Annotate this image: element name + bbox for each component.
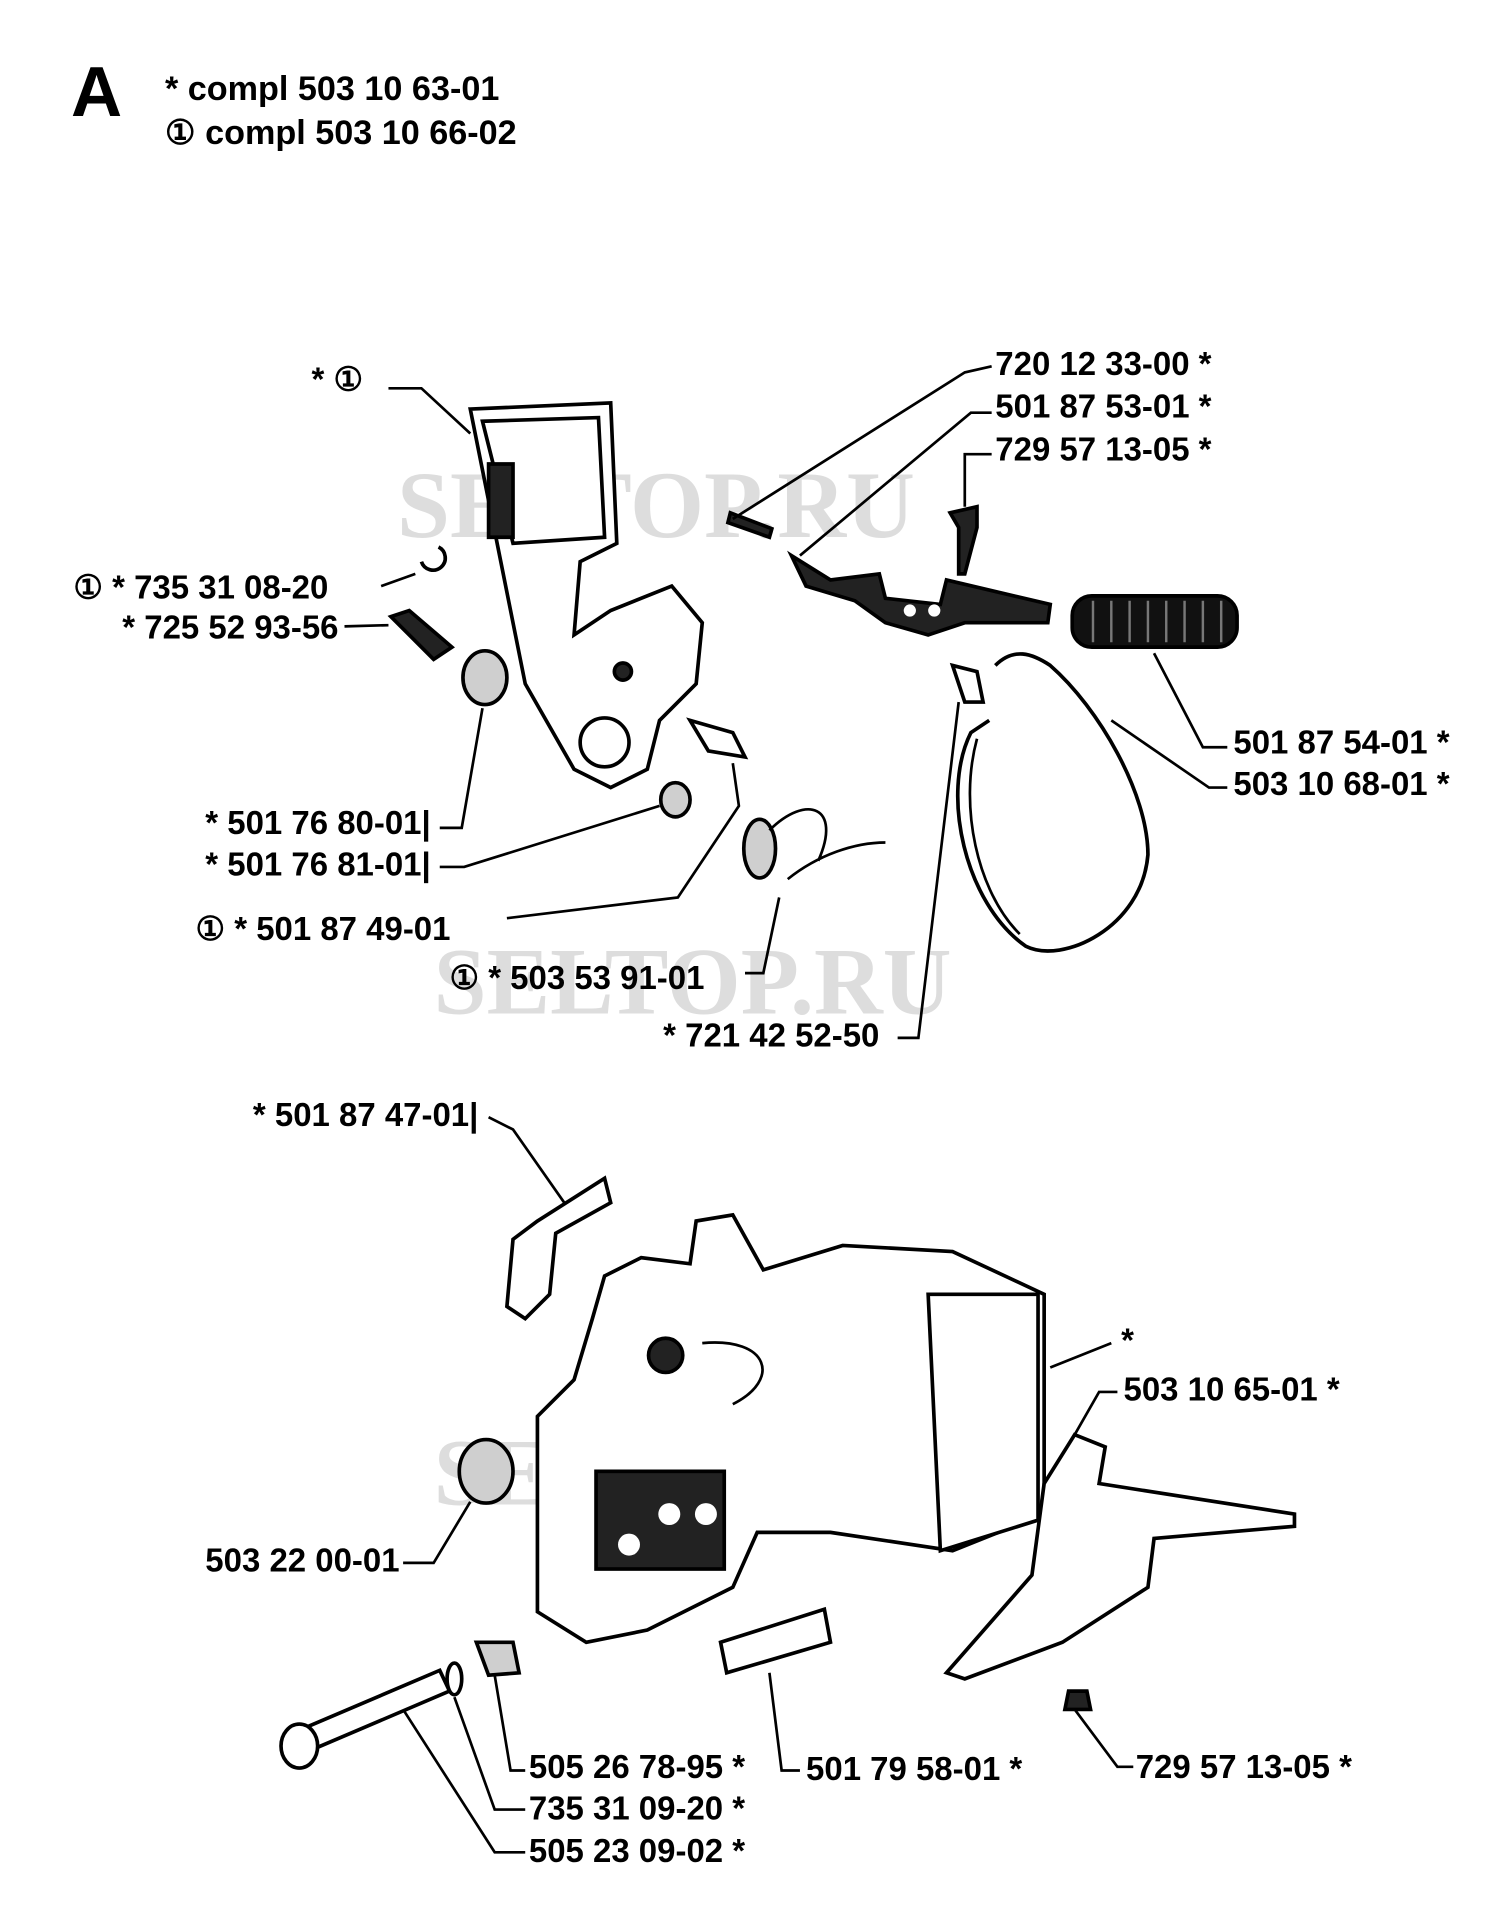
label-735-31-08-20: ① * 735 31 08-20 [73, 568, 328, 605]
pin-501-87-49-01 [686, 717, 749, 760]
buffer-501-79-58-01 [718, 1606, 833, 1676]
plate-501-87-47-01 [504, 1175, 613, 1322]
nut-505-26-78-95 [473, 1640, 522, 1678]
bushing-501-76-80-01 [461, 648, 509, 707]
label-503-53-91-01: ① * 503 53 91-01 [450, 959, 705, 996]
label-729-57-13-05-top: 729 57 13-05 * [995, 430, 1211, 467]
screw-729-57-13-05-lower [1062, 1689, 1093, 1712]
label-501-87-53-01: 501 87 53-01 * [995, 388, 1211, 425]
label-735-31-09-20: 735 31 09-20 * [529, 1789, 745, 1826]
latch-501-87-53-01 [787, 550, 1053, 637]
screw-725-52-93-56 [387, 608, 455, 662]
screw-729-57-13-05 [947, 504, 979, 576]
chain-brake-lever [468, 401, 705, 790]
label-501-76-81-01: * 501 76 81-01| [205, 845, 430, 882]
label-501-87-49-01: ① * 501 87 49-01 [196, 910, 451, 947]
spring-503-53-91-01 [741, 808, 886, 881]
pin-720-12-33-00 [725, 510, 775, 540]
header-line-2: ① compl 503 10 66-02 [165, 114, 517, 152]
coil-spring-501-87-54-01 [1070, 594, 1239, 649]
label-729-57-13-05-bottom: 729 57 13-05 * [1136, 1748, 1352, 1785]
label-503-10-65-01: 503 10 65-01 * [1124, 1371, 1340, 1408]
clutch-cover-housing [535, 1212, 1046, 1645]
cover-503-10-65-01 [943, 1432, 1297, 1681]
label-guard-marks: * ① [312, 361, 364, 398]
label-505-23-09-02: 505 23 09-02 * [529, 1832, 745, 1869]
label-501-87-54-01: 501 87 54-01 * [1233, 723, 1449, 760]
washer-735-31-09-20 [445, 1661, 464, 1697]
label-721-42-52-50: * 721 42 52-50 [663, 1016, 879, 1053]
label-503-22-00-01: 503 22 00-01 [205, 1541, 399, 1578]
label-725-52-93-56: * 725 52 93-56 [122, 609, 338, 646]
label-housing-star: * [1121, 1322, 1134, 1359]
watermark: SELTOP.RU [434, 928, 952, 1034]
header-line-1: * compl 503 10 63-01 [165, 70, 499, 108]
brake-band-503-10-68-01 [949, 652, 1150, 953]
label-505-26-78-95: 505 26 78-95 * [529, 1748, 745, 1785]
label-720-12-33-00: 720 12 33-00 * [995, 345, 1211, 382]
watermark: SELTOP.RU [397, 452, 915, 558]
circlip-735-31-08-20 [419, 545, 448, 572]
bushing-503-22-00-01 [457, 1437, 515, 1505]
leader-line [388, 386, 472, 435]
screw-501-76-81-01 [658, 780, 692, 819]
section-letter: A [71, 53, 122, 132]
label-501-76-80-01: * 501 76 80-01| [205, 804, 430, 841]
label-501-87-47-01: * 501 87 47-01| [253, 1096, 478, 1133]
label-501-79-58-01: 501 79 58-01 * [806, 1750, 1022, 1787]
label-503-10-68-01: 503 10 68-01 * [1233, 765, 1449, 802]
